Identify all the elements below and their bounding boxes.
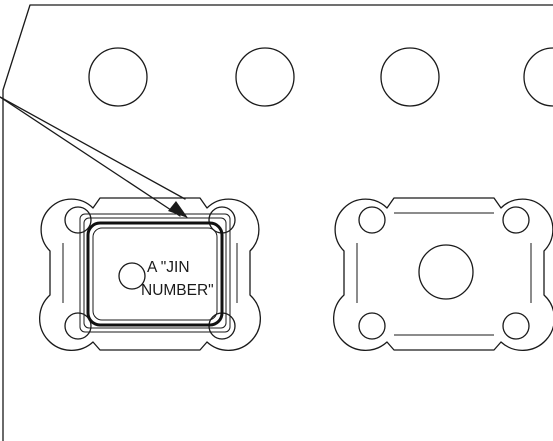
left-pocket-corner-tl xyxy=(64,206,92,234)
left-pocket-corner-bl xyxy=(64,312,92,340)
id-plate-hole xyxy=(118,262,146,290)
left-pocket-outer xyxy=(39,197,261,351)
right-pocket-outer xyxy=(333,197,553,351)
id-plate-frame xyxy=(79,213,231,333)
leader-line-2 xyxy=(0,96,186,200)
round-hole-1 xyxy=(88,47,148,107)
id-plate-inner xyxy=(92,227,218,321)
round-hole-3 xyxy=(380,47,440,107)
leader-line-1 xyxy=(0,96,181,217)
id-plate-frame-inner xyxy=(83,217,227,329)
round-hole-4-partial xyxy=(523,47,553,107)
right-pocket-corner-tr xyxy=(502,206,530,234)
round-hole-2 xyxy=(235,47,295,107)
id-plate xyxy=(86,221,224,327)
right-pocket-corner-tl xyxy=(358,206,386,234)
panel-outline xyxy=(2,4,553,441)
left-pocket: A "JIN NUMBER" xyxy=(39,197,261,351)
callout-label-line-1: A "JIN xyxy=(147,259,190,276)
right-pocket-hole xyxy=(418,244,474,300)
right-pocket xyxy=(333,197,553,351)
right-pocket-corner-br xyxy=(502,312,530,340)
right-pocket-corner-bl xyxy=(358,312,386,340)
callout-label-line-2: NUMBER" xyxy=(141,282,214,299)
